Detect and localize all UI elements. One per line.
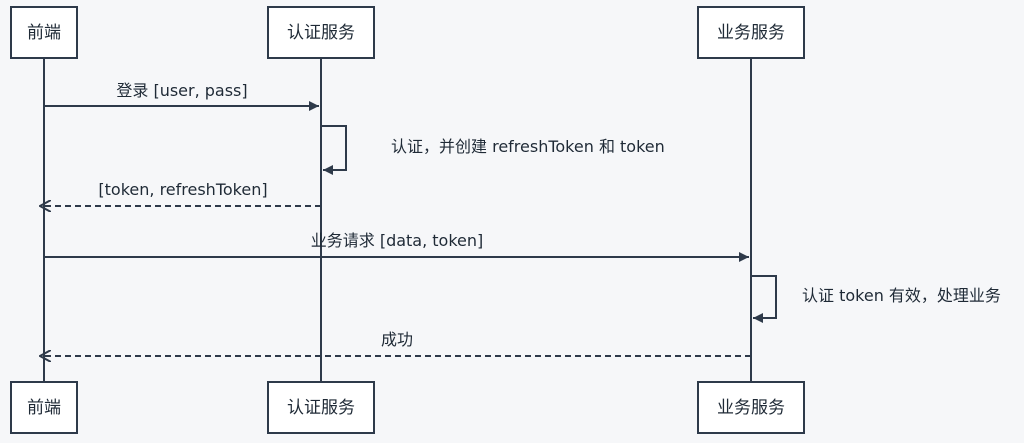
- participant-auth-bottom: 认证服务: [267, 381, 375, 434]
- participant-label: 前端: [27, 23, 61, 43]
- message-label-return-tokens: [token, refreshToken]: [98, 180, 267, 199]
- message-label-self-verify: 认证 token 有效，处理业务: [802, 286, 1001, 305]
- participant-biz-bottom: 业务服务: [697, 381, 805, 434]
- message-arrow-self-verify: [751, 275, 777, 323]
- message-label-login: 登录 [user, pass]: [116, 81, 247, 100]
- participant-biz-top: 业务服务: [697, 6, 805, 59]
- participant-auth-top: 认证服务: [267, 6, 375, 59]
- message-label-success: 成功: [381, 330, 413, 349]
- message-label-business-request: 业务请求 [data, token]: [311, 231, 484, 250]
- participant-label: 认证服务: [287, 23, 355, 43]
- message-arrow-self-auth: [321, 125, 347, 175]
- participant-label: 业务服务: [717, 23, 785, 43]
- participant-label: 认证服务: [287, 398, 355, 418]
- participant-label: 业务服务: [717, 398, 785, 418]
- participant-frontend-bottom: 前端: [10, 381, 78, 434]
- participant-label: 前端: [27, 398, 61, 418]
- participant-frontend-top: 前端: [10, 6, 78, 59]
- message-label-self-auth: 认证，并创建 refreshToken 和 token: [391, 137, 665, 156]
